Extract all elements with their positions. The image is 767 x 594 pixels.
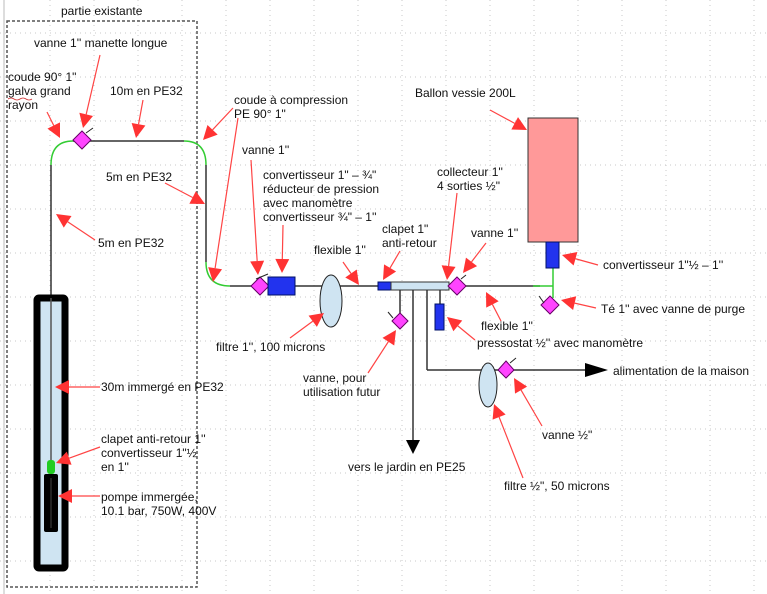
arrow-vanne-demi bbox=[514, 378, 543, 427]
label-convertisseur-ballon: convertisseur 1"½ – 1'' bbox=[603, 258, 723, 272]
label-coude-galva-3: rayon bbox=[8, 98, 38, 112]
garden-arrow-icon bbox=[406, 440, 420, 454]
existing-part-title: partie existante bbox=[61, 4, 143, 18]
label-te-purge: Té 1'' avec vanne de purge bbox=[601, 302, 745, 316]
filter-100-microns bbox=[319, 274, 343, 328]
arrow-convertisseur-ballon bbox=[562, 252, 599, 266]
label-coude-galva-2: galva grand bbox=[8, 84, 71, 98]
compression-elbow-bottom bbox=[205, 261, 231, 287]
label-pompe-1: pompe immergée, bbox=[101, 490, 198, 504]
label-collecteur-2: 4 sorties ½" bbox=[437, 179, 500, 193]
label-clapet-pompe-2: convertisseur 1"½ bbox=[101, 446, 197, 460]
label-pressostat: pressostat ½'' avec manomètre bbox=[477, 336, 643, 350]
check-valve-pump bbox=[47, 460, 55, 474]
arrow-filtre-50 bbox=[492, 404, 524, 479]
label-clapet-2: anti-retour bbox=[382, 236, 437, 250]
arrow-pe32-10m bbox=[131, 99, 146, 138]
arrow-clapet-pompe bbox=[56, 446, 101, 465]
check-valve bbox=[377, 281, 392, 291]
label-pompe-2: 10.1 bar, 750W, 400V bbox=[101, 504, 216, 518]
arrow-convertisseur bbox=[275, 224, 290, 273]
label-pe32-5m-b: 5m en PE32 bbox=[98, 236, 164, 250]
galva-elbow bbox=[50, 140, 74, 166]
label-convertisseur-1: convertisseur 1" – ¾" bbox=[263, 168, 376, 182]
label-vanne-1: vanne 1'' bbox=[242, 143, 289, 157]
label-vanne-manette: vanne 1'' manette longue bbox=[34, 36, 168, 50]
label-convertisseur-2: réducteur de pression bbox=[263, 182, 379, 196]
valve-1-inch-b[interactable] bbox=[447, 274, 467, 296]
bladder-tank bbox=[527, 117, 579, 243]
label-coude-compression-1: coude à compression bbox=[234, 93, 348, 107]
label-jardin: vers le jardin en PE25 bbox=[348, 460, 466, 474]
label-flexible-2: flexible 1'' bbox=[481, 319, 533, 333]
arrow-te-purge bbox=[561, 296, 597, 310]
label-collecteur-1: collecteur 1'' bbox=[437, 165, 503, 179]
arrow-clapet bbox=[383, 250, 401, 280]
label-ballon: Ballon vessie 200L bbox=[415, 86, 516, 100]
annotation-arrows bbox=[46, 54, 599, 503]
pressostat bbox=[434, 303, 445, 331]
existing-part-frame bbox=[6, 20, 198, 588]
arrow-vanne-1 bbox=[250, 159, 265, 275]
arrow-vanne-futur bbox=[367, 330, 396, 374]
arrow-filtre-100 bbox=[289, 313, 324, 339]
tee-purge-valve[interactable] bbox=[538, 295, 560, 315]
arrow-coude-galva bbox=[46, 111, 60, 138]
arrow-flexible-2 bbox=[486, 292, 502, 322]
label-flexible-1: flexible 1'' bbox=[314, 243, 366, 257]
arrow-vanne-1b bbox=[463, 242, 487, 273]
arrow-pompe bbox=[58, 489, 100, 503]
label-convertisseur-4: convertisseur ¾" – 1'' bbox=[263, 210, 377, 224]
arrow-flexible-1 bbox=[342, 261, 359, 285]
filter-50-microns bbox=[478, 362, 498, 408]
arrow-pe32-5m-b bbox=[56, 214, 96, 241]
label-alimentation: alimentation de la maison bbox=[613, 364, 749, 378]
pressure-reducer bbox=[267, 276, 296, 296]
arrow-vanne-manette bbox=[79, 54, 101, 128]
collector bbox=[390, 281, 450, 291]
tank-converter bbox=[545, 241, 560, 269]
label-clapet-pompe-3: en 1'' bbox=[101, 460, 129, 474]
label-clapet-pompe-1: clapet anti-retour 1'' bbox=[101, 432, 206, 446]
arrow-coude-compression-bottom bbox=[208, 117, 239, 282]
arrow-collecteur bbox=[441, 192, 458, 280]
valve-half-inch[interactable] bbox=[497, 357, 517, 379]
label-vanne-1b: vanne 1'' bbox=[471, 226, 518, 240]
arrow-immerge bbox=[55, 380, 100, 394]
label-vanne-demi: vanne ½" bbox=[542, 428, 592, 442]
arrow-pe32-5m-a bbox=[164, 182, 205, 204]
arrow-coude-compression-top bbox=[203, 107, 234, 140]
label-immerge: 30m immergé en PE32 bbox=[101, 380, 224, 394]
label-vanne-futur-1: vanne, pour bbox=[303, 371, 366, 385]
valve-1-inch[interactable] bbox=[250, 273, 270, 296]
compression-elbow-top bbox=[183, 140, 207, 166]
label-filtre-100: filtre 1'', 100 microns bbox=[216, 340, 325, 354]
label-pe32-5m-a: 5m en PE32 bbox=[106, 170, 172, 184]
label-convertisseur-3: avec manomètre bbox=[263, 196, 353, 210]
label-clapet-1: clapet 1" bbox=[382, 222, 428, 236]
label-coude-galva-1: coude 90° 1" bbox=[8, 70, 76, 84]
valve-future-use[interactable] bbox=[387, 311, 409, 330]
label-coude-compression-2: PE 90° 1" bbox=[234, 107, 286, 121]
arrow-ballon bbox=[489, 109, 527, 130]
label-filtre-50: filtre ½", 50 microns bbox=[504, 479, 610, 493]
label-pe32-10m: 10m en PE32 bbox=[110, 84, 183, 98]
house-arrow-icon bbox=[585, 363, 608, 377]
label-vanne-futur-2: utilisation futur bbox=[303, 385, 380, 399]
arrow-pressostat bbox=[447, 317, 476, 341]
spellcheck-underline bbox=[7, 97, 33, 101]
valve-long-handle[interactable] bbox=[72, 127, 94, 150]
